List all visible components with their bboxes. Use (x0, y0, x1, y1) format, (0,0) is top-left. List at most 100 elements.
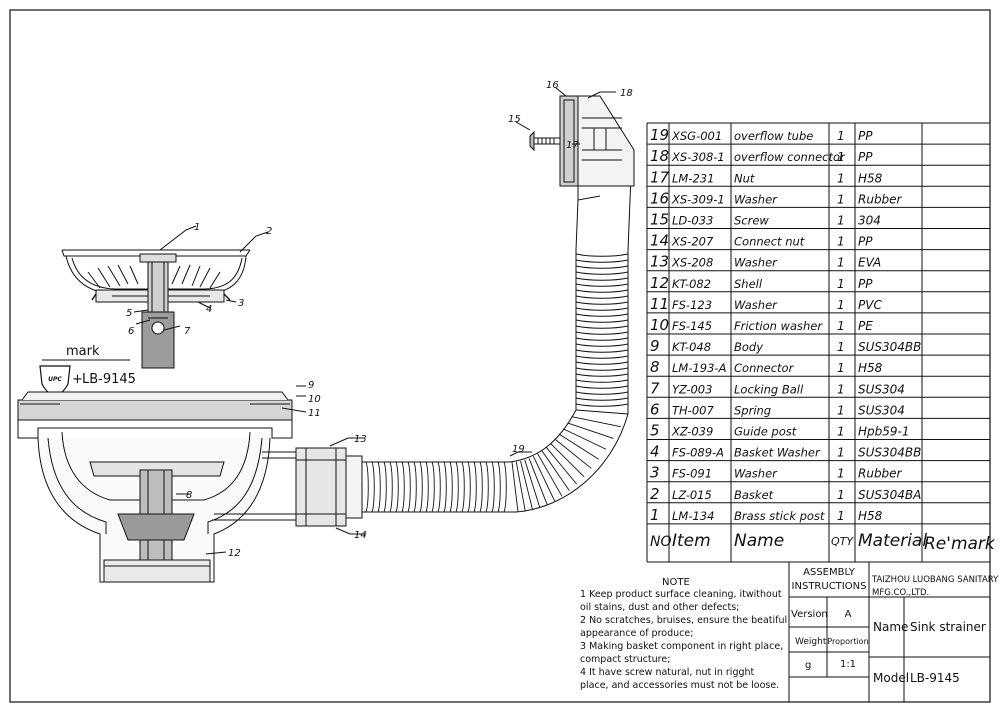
pipe-drawing (295, 250, 629, 535)
svg-text:UPC: UPC (48, 376, 62, 383)
weight-value: g (805, 660, 811, 671)
row-item-code: KT-082 (672, 277, 711, 291)
row-qty: 1 (837, 467, 845, 481)
row-item-code: KT-048 (672, 340, 711, 354)
row-part-name: Body (734, 340, 763, 354)
row-item-code: XZ-039 (671, 425, 713, 439)
row-material: PP (858, 277, 873, 291)
title-block-text: ASSEMBLY INSTRUCTIONS TAIZHOU LUOBANG SA… (791, 567, 1000, 685)
row-number: 17 (650, 168, 670, 186)
weight-label: Weight (795, 637, 827, 647)
row-item-code: YZ-003 (672, 382, 712, 396)
title-block (788, 561, 991, 703)
row-part-name: Basket (734, 488, 774, 502)
row-qty: 1 (837, 235, 845, 249)
row-number: 18 (650, 147, 669, 165)
row-part-name: Connect nut (734, 235, 805, 249)
row-material: SUS304BA (858, 488, 921, 502)
row-number: 15 (650, 211, 669, 229)
note-line: appearance of produce; (580, 628, 693, 639)
row-qty: 1 (837, 446, 845, 460)
row-part-name: Basket Washer (734, 446, 821, 460)
row-material: SUS304BB (858, 340, 921, 354)
row-material: H58 (858, 361, 883, 375)
callout-overflow-17: 17 (566, 140, 579, 151)
row-number: 10 (650, 316, 669, 334)
row-qty: 1 (837, 129, 845, 143)
row-qty: 1 (837, 277, 845, 291)
main-callouts: 9 10 11 8 12 (186, 380, 321, 559)
version-value: A (845, 609, 852, 620)
row-item-code: XS-308-1 (671, 150, 725, 164)
callout-overflow-18: 18 (620, 88, 633, 99)
notes-title: NOTE (662, 577, 690, 588)
parts-table-grid (646, 122, 991, 563)
callout-main-11: 11 (308, 408, 321, 419)
name-label: Name (873, 620, 908, 634)
row-qty: 1 (837, 150, 845, 164)
row-number: 19 (650, 126, 669, 144)
row-qty: 1 (837, 192, 845, 206)
row-material: 304 (858, 214, 881, 228)
overflow-callouts: 15 16 17 18 (508, 80, 633, 151)
row-number: 4 (650, 443, 660, 461)
row-number: 3 (650, 464, 660, 482)
row-item-code: XS-208 (671, 256, 713, 270)
row-material: PP (858, 129, 873, 143)
company-name-2: MFG.CO.,LTD. (872, 588, 929, 598)
row-part-name: Connector (734, 361, 795, 375)
row-part-name: overflow tube (734, 129, 813, 143)
row-number: 9 (650, 337, 660, 355)
row-item-code: FS-123 (672, 298, 712, 312)
pipe-ribs-horizontal (365, 409, 629, 513)
row-number: 2 (650, 485, 660, 503)
row-part-name: Spring (734, 403, 771, 417)
row-material: H58 (858, 509, 883, 523)
row-material: Hpb59-1 (858, 425, 910, 439)
row-item-code: TH-007 (672, 403, 714, 417)
note-line: 2 No scratches, bruises, ensure the beat… (580, 615, 787, 626)
note-line: oil stains, dust and other defects; (580, 602, 739, 613)
row-material: Rubber (858, 192, 903, 206)
row-number: 16 (650, 189, 669, 207)
name-value: Sink strainer (910, 620, 986, 634)
note-line: 1 Keep product surface cleaning, itwitho… (580, 589, 782, 600)
certification-mark: mark UPC + LB-9145 (39, 344, 136, 399)
callout-main-12: 12 (228, 548, 241, 559)
proportion-label: Proportion (827, 637, 868, 646)
overflow-drawing (515, 87, 635, 251)
callout-overflow-15: 15 (508, 114, 521, 125)
note-line: place, and accessories must not be loose… (580, 680, 779, 691)
row-qty: 1 (837, 403, 845, 417)
row-item-code: FS-145 (672, 319, 712, 333)
notes-block: NOTE 1 Keep product surface cleaning, it… (580, 577, 787, 691)
row-qty: 1 (837, 256, 845, 270)
version-label: Version (791, 609, 828, 620)
parts-table-header: NO Item Name QTY Material Re'mark (650, 531, 996, 554)
callout-pipe-19: 19 (512, 444, 525, 455)
row-qty: 1 (837, 488, 845, 502)
row-part-name: Washer (734, 467, 778, 481)
row-qty: 1 (837, 171, 845, 185)
row-material: Rubber (858, 467, 903, 481)
row-qty: 1 (837, 319, 845, 333)
proportion-value: 1:1 (840, 659, 856, 670)
row-item-code: LM-231 (672, 171, 714, 185)
row-number: 11 (650, 295, 669, 313)
row-material: EVA (858, 256, 881, 270)
note-line: 4 It have screw natural, nut in rigght (580, 667, 755, 678)
model-label: Model (873, 671, 909, 685)
row-number: 5 (650, 422, 660, 440)
row-part-name: overflow connector (734, 150, 846, 164)
